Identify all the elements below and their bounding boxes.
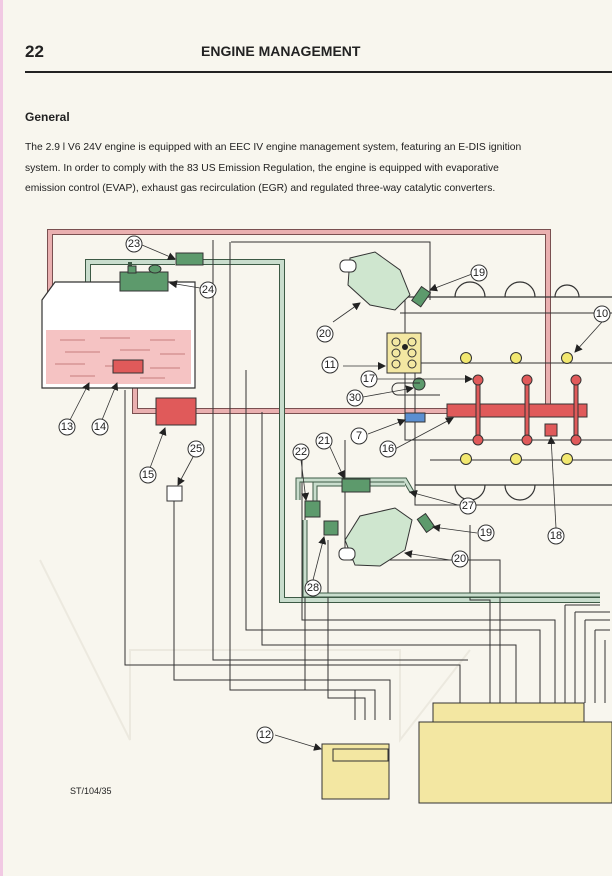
- page-edge: [0, 0, 3, 876]
- svg-text:25: 25: [190, 443, 202, 455]
- fuel-tank: [41, 281, 196, 389]
- svg-text:28: 28: [307, 582, 319, 594]
- svg-text:20: 20: [319, 328, 331, 340]
- rollover-valve: [119, 264, 169, 292]
- callout-27: 27: [459, 497, 477, 515]
- chapter-title: ENGINE MANAGEMENT: [201, 43, 361, 59]
- callout-17: 17: [360, 370, 378, 388]
- callout-leaders: [69, 244, 603, 751]
- hego-sensor-upper: [411, 285, 432, 308]
- svg-text:27: 27: [462, 500, 474, 512]
- section-heading: General: [25, 110, 70, 124]
- svg-text:23: 23: [128, 238, 140, 250]
- egr-solenoid: [304, 500, 321, 518]
- temperature-sensor: [404, 412, 426, 423]
- callout-15: 15: [139, 466, 157, 484]
- callout-19-upper: 19: [470, 264, 488, 282]
- svg-text:13: 13: [61, 421, 73, 433]
- purge-valve: [175, 252, 204, 266]
- diagram-reference: ST/104/35: [70, 786, 112, 796]
- svg-text:19: 19: [480, 527, 492, 539]
- svg-text:10: 10: [596, 308, 608, 320]
- callout-7: 7: [350, 427, 368, 445]
- page-number: 22: [25, 42, 44, 61]
- callout-24: 24: [199, 281, 217, 299]
- svg-text:16: 16: [382, 443, 394, 455]
- svg-text:21: 21: [318, 435, 330, 447]
- inertia-switch: [166, 485, 183, 502]
- section-body: The 2.9 l V6 24V engine is equipped with…: [25, 142, 522, 194]
- callout-10: 10: [593, 305, 611, 323]
- svg-text:30: 30: [349, 392, 361, 404]
- svg-text:19: 19: [473, 267, 485, 279]
- catalytic-converter-lower: [338, 507, 413, 567]
- ignition-coil: [386, 332, 422, 374]
- spark-plugs: [460, 352, 573, 465]
- callout-18: 18: [547, 527, 565, 545]
- callouts: 23 24 13 14 15 25 19 20 10 11 17 30 7 16…: [58, 235, 611, 744]
- callout-19-lower: 19: [477, 524, 495, 542]
- svg-text:24: 24: [202, 284, 214, 296]
- background-arrow-watermark: [39, 559, 471, 743]
- eec-iv-module: [418, 721, 612, 804]
- callout-16: 16: [379, 440, 397, 458]
- callout-22: 22: [292, 443, 310, 461]
- crank-sensor-dot: [402, 344, 408, 350]
- fuel-rail: [446, 403, 588, 418]
- svg-text:17: 17: [363, 373, 375, 385]
- pressure-regulator-loop: [391, 382, 440, 396]
- power-relay-connector: [332, 748, 389, 762]
- eec-iv-module-top: [432, 702, 585, 723]
- callout-20-upper: 20: [316, 325, 334, 343]
- svg-text:7: 7: [356, 430, 362, 442]
- egr-valve: [323, 520, 339, 536]
- callout-14: 14: [91, 418, 109, 436]
- catalytic-converter-upper: [339, 251, 411, 311]
- power-relay: [321, 743, 390, 800]
- fuel-pressure-regulator: [544, 423, 558, 437]
- svg-text:11: 11: [324, 359, 335, 371]
- callout-12: 12: [256, 726, 274, 744]
- callout-28: 28: [304, 579, 322, 597]
- hego-sensor-lower: [416, 512, 436, 534]
- svg-text:18: 18: [550, 530, 562, 542]
- svg-text:15: 15: [142, 469, 154, 481]
- callout-13: 13: [58, 418, 76, 436]
- svg-text:20: 20: [454, 553, 466, 565]
- idle-speed-valve: [412, 377, 426, 391]
- fuel-pump-in-tank: [112, 359, 144, 374]
- fuel-filter: [155, 397, 197, 426]
- callout-20-lower: 20: [451, 550, 469, 568]
- svg-text:12: 12: [259, 729, 271, 741]
- callout-21: 21: [315, 432, 333, 450]
- callout-23: 23: [125, 235, 143, 253]
- engine-outline: [400, 281, 612, 501]
- callout-11: 11: [321, 356, 339, 374]
- egr-vacuum-regulator: [341, 478, 371, 493]
- callout-25: 25: [187, 440, 205, 458]
- callout-30: 30: [346, 389, 364, 407]
- wiring-harness: [124, 240, 612, 720]
- header-rule: [25, 71, 612, 73]
- svg-text:22: 22: [295, 446, 307, 458]
- svg-text:14: 14: [94, 421, 106, 433]
- injectors: [472, 374, 582, 446]
